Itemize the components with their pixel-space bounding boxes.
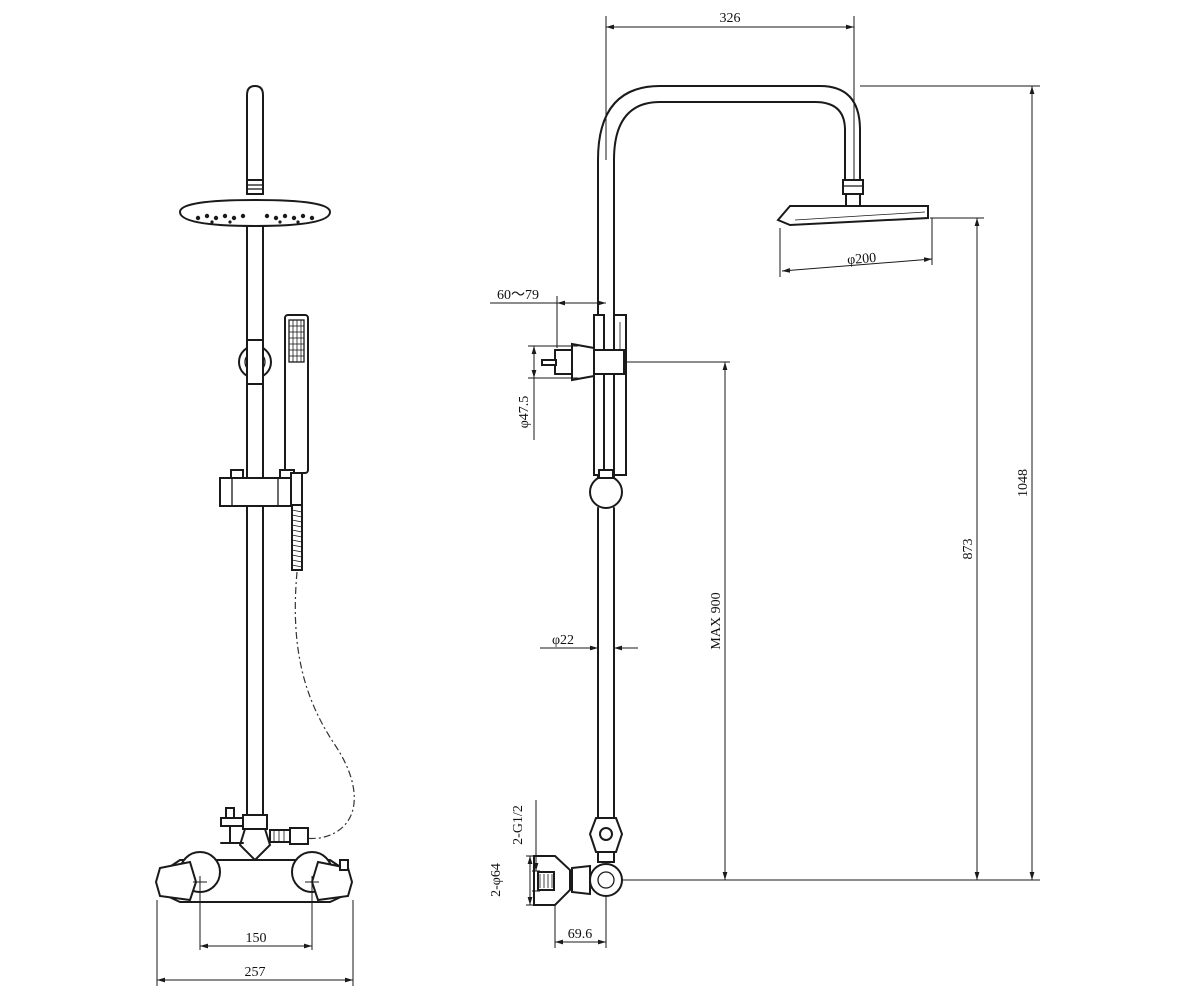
- side-slider-knob: [589, 475, 623, 509]
- side-inlet-thread: [537, 871, 555, 891]
- front-head-connector: [246, 179, 264, 195]
- flexible-hose: [289, 571, 355, 840]
- side-view: 326 φ200 60～79 φ47.5: [489, 11, 1040, 948]
- dim-valve-centers: 150: [246, 931, 267, 946]
- dim-overall-width: 257: [245, 965, 266, 980]
- hand-shower-face: [288, 319, 305, 363]
- front-shower-head: [178, 198, 332, 228]
- side-hand-shower-holder: [571, 342, 595, 382]
- side-shower-arm: [597, 85, 861, 316]
- dim-valve-depth: 69.6: [568, 927, 593, 942]
- front-left-handle: [154, 860, 198, 902]
- dim-max-height: MAX 900: [709, 592, 724, 649]
- hand-shower-hose-cone: [290, 472, 303, 506]
- side-head-connector: [842, 179, 864, 195]
- dim-riser-diameter: φ22: [552, 633, 574, 648]
- dim-holder-diameter: φ47.5: [517, 396, 532, 429]
- dim-eccentric-diameter: 2-φ64: [489, 863, 504, 897]
- dim-inlet-thread: 2-G1/2: [511, 805, 526, 845]
- front-diverter-knob: [238, 828, 272, 862]
- dim-head-diameter: φ200: [847, 251, 877, 268]
- front-view: 150 257: [154, 85, 355, 986]
- dim-overall-height: 1048: [1016, 469, 1031, 497]
- dim-holder-range: 60～79: [497, 288, 539, 303]
- front-diverter: [242, 814, 268, 830]
- side-valve-cartridge: [589, 863, 623, 897]
- hose-spring: [291, 504, 303, 571]
- front-hose-outlet: [269, 829, 291, 843]
- shower-head-nozzles: [195, 213, 315, 224]
- front-riser-top: [246, 85, 264, 181]
- side-shower-head: [776, 205, 929, 227]
- dim-head-height: 873: [961, 539, 976, 560]
- dim-arm-reach: 326: [720, 11, 741, 26]
